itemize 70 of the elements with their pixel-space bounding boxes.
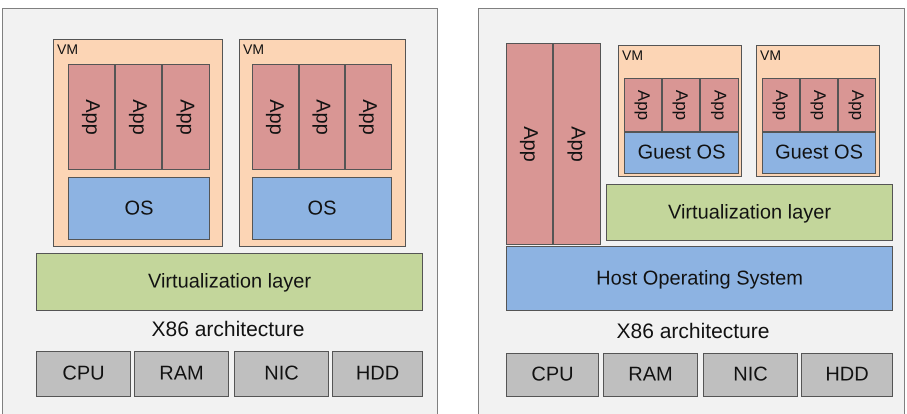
os-box — [624, 132, 739, 174]
architecture-panel — [2, 8, 438, 414]
node-label: CPU — [530, 364, 575, 386]
node-label: VM — [57, 41, 78, 57]
hardware-box — [134, 351, 229, 397]
node-label: App — [127, 99, 150, 135]
app-box — [838, 78, 876, 132]
os-box — [68, 177, 210, 240]
node-label: App — [80, 99, 103, 135]
node-label: NIC — [263, 362, 300, 386]
node-label: App — [633, 90, 653, 120]
app-box — [68, 64, 115, 170]
app-box — [115, 64, 162, 170]
hardware-box — [801, 353, 893, 397]
architecture-label: X86 architecture — [616, 320, 770, 344]
node-label: App — [710, 90, 730, 120]
os-box — [252, 177, 392, 240]
virtualization-layer-box — [36, 253, 423, 311]
node-label: VM — [760, 47, 781, 63]
virtualization-layer-box — [606, 184, 893, 241]
node-label: App — [174, 99, 198, 135]
app-box — [800, 78, 838, 132]
architecture-label: X86 architecture — [152, 318, 304, 342]
node-label: HDD — [354, 362, 400, 386]
app-box — [345, 64, 392, 170]
os-box — [762, 132, 876, 174]
hardware-box — [603, 353, 698, 397]
app-box — [700, 78, 739, 132]
node-label: NIC — [732, 364, 769, 386]
node-label: App — [671, 90, 691, 120]
node-label: CPU — [61, 362, 106, 386]
node-label: RAM — [158, 362, 205, 386]
node-label: App — [809, 90, 829, 120]
architecture-panel — [478, 8, 905, 414]
hardware-box — [332, 351, 423, 397]
node-label: Host Operating System — [595, 267, 804, 290]
node-label: OS — [306, 197, 338, 220]
node-label: App — [771, 90, 791, 120]
vm-box — [618, 45, 742, 177]
app-box — [162, 64, 210, 170]
node-label: App — [264, 99, 287, 135]
node-label: VM — [243, 41, 264, 57]
node-label: App — [518, 126, 541, 162]
node-label: Guest OS — [636, 142, 726, 164]
vm-box — [53, 39, 223, 247]
node-label: Virtualization layer — [146, 270, 312, 294]
app-box — [299, 64, 345, 170]
node-label: Virtualization layer — [666, 201, 832, 224]
node-label: App — [566, 126, 588, 162]
app-box — [506, 43, 553, 245]
app-box — [553, 43, 601, 245]
app-box — [252, 64, 299, 170]
node-label: OS — [124, 197, 154, 220]
os-box — [506, 246, 893, 311]
node-label: App — [847, 90, 867, 120]
hardware-box — [36, 351, 131, 397]
node-label: RAM — [627, 364, 674, 386]
node-label: VM — [622, 47, 643, 63]
app-box — [762, 78, 800, 132]
vm-box — [756, 45, 880, 177]
node-label: App — [357, 99, 380, 135]
node-label: App — [310, 99, 334, 135]
hardware-box — [703, 353, 798, 397]
node-label: HDD — [824, 364, 870, 386]
app-box — [624, 78, 662, 132]
vm-box — [239, 39, 406, 247]
hardware-box — [234, 351, 329, 397]
node-label: Guest OS — [774, 142, 864, 164]
hardware-box — [506, 353, 599, 397]
app-box — [662, 78, 700, 132]
